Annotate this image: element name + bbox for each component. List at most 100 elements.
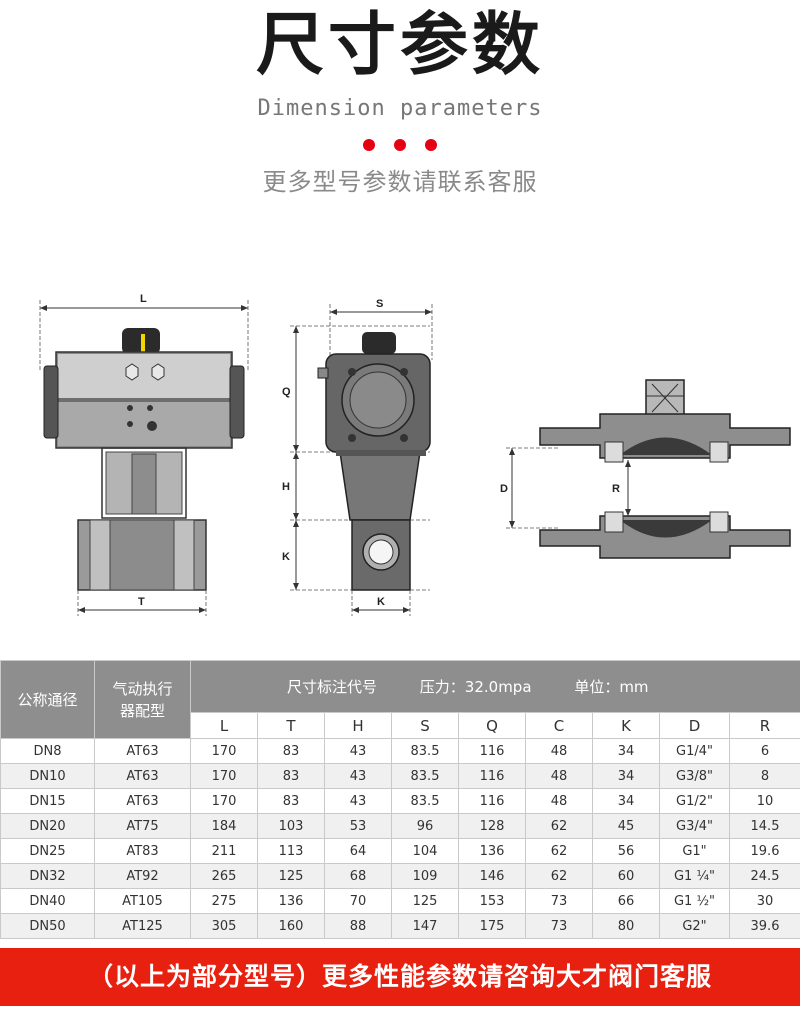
table-cell: 136 bbox=[458, 838, 526, 864]
table-cell: 83.5 bbox=[391, 763, 459, 789]
table-cell: 68 bbox=[324, 863, 392, 889]
table-cell: AT92 bbox=[94, 863, 191, 889]
table-cell: DN8 bbox=[0, 738, 95, 764]
column-header-t: T bbox=[257, 712, 325, 739]
table-cell: 170 bbox=[190, 788, 258, 814]
table-cell: 104 bbox=[391, 838, 459, 864]
pressure-label: 压力：32.0mpa bbox=[419, 678, 532, 696]
header-nominal-diameter: 公称通径 bbox=[0, 660, 95, 739]
table-cell: 19.6 bbox=[729, 838, 800, 864]
dim-label-K-side: K bbox=[282, 551, 290, 563]
dim-label-R: R bbox=[612, 483, 620, 495]
table-cell: 34 bbox=[592, 738, 660, 764]
valve-dimension-drawing: L bbox=[0, 280, 800, 630]
header-dimension-group: 尺寸标注代号 压力：32.0mpa 单位：mm bbox=[190, 660, 800, 713]
table-cell: AT125 bbox=[94, 913, 191, 939]
table-cell: 6 bbox=[729, 738, 800, 764]
table-cell: 128 bbox=[458, 813, 526, 839]
table-cell: 70 bbox=[324, 888, 392, 914]
table-cell: DN20 bbox=[0, 813, 95, 839]
table-cell: 8 bbox=[729, 763, 800, 789]
bottom-banner: （以上为部分型号）更多性能参数请咨询大才阀门客服 bbox=[0, 948, 800, 1006]
table-cell: AT63 bbox=[94, 788, 191, 814]
table-cell: 184 bbox=[190, 813, 258, 839]
dim-label-H: H bbox=[282, 481, 290, 493]
table-cell: 175 bbox=[458, 913, 526, 939]
red-dot-icon bbox=[394, 139, 406, 151]
table-cell: 62 bbox=[525, 838, 593, 864]
table-cell: 136 bbox=[257, 888, 325, 914]
column-header-h: H bbox=[324, 712, 392, 739]
table-cell: 88 bbox=[324, 913, 392, 939]
table-cell: 147 bbox=[391, 913, 459, 939]
decorative-dots bbox=[0, 136, 800, 155]
table-cell: 64 bbox=[324, 838, 392, 864]
table-cell: 53 bbox=[324, 813, 392, 839]
table-cell: G3/4" bbox=[659, 813, 730, 839]
table-cell: 265 bbox=[190, 863, 258, 889]
table-cell: 83 bbox=[257, 788, 325, 814]
dim-label-Q: Q bbox=[282, 386, 291, 398]
table-cell: 170 bbox=[190, 763, 258, 789]
page-title: 尺寸参数 bbox=[255, 6, 544, 85]
table-cell: AT105 bbox=[94, 888, 191, 914]
table-cell: 34 bbox=[592, 788, 660, 814]
table-cell: 14.5 bbox=[729, 813, 800, 839]
table-cell: 116 bbox=[458, 788, 526, 814]
table-cell: 43 bbox=[324, 738, 392, 764]
column-header-c: C bbox=[525, 712, 593, 739]
table-cell: 30 bbox=[729, 888, 800, 914]
dim-label-D: D bbox=[500, 483, 508, 495]
table-cell: 109 bbox=[391, 863, 459, 889]
column-header-r: R bbox=[729, 712, 800, 739]
table-cell: 80 bbox=[592, 913, 660, 939]
table-cell: G3/8" bbox=[659, 763, 730, 789]
table-cell: 60 bbox=[592, 863, 660, 889]
table-cell: G2" bbox=[659, 913, 730, 939]
table-cell: 48 bbox=[525, 788, 593, 814]
table-cell: 62 bbox=[525, 863, 593, 889]
table-cell: 125 bbox=[391, 888, 459, 914]
table-cell: 73 bbox=[525, 888, 593, 914]
header-actuator-model: 气动执行器配型 bbox=[94, 660, 191, 739]
table-cell: 146 bbox=[458, 863, 526, 889]
table-cell: 113 bbox=[257, 838, 325, 864]
table-cell: AT63 bbox=[94, 763, 191, 789]
table-cell: DN15 bbox=[0, 788, 95, 814]
table-cell: 45 bbox=[592, 813, 660, 839]
table-cell: 24.5 bbox=[729, 863, 800, 889]
table-cell: DN10 bbox=[0, 763, 95, 789]
table-cell: G1/4" bbox=[659, 738, 730, 764]
column-header-q: Q bbox=[458, 712, 526, 739]
table-cell: 43 bbox=[324, 763, 392, 789]
table-cell: 211 bbox=[190, 838, 258, 864]
table-cell: 116 bbox=[458, 738, 526, 764]
table-cell: 48 bbox=[525, 738, 593, 764]
table-cell: 103 bbox=[257, 813, 325, 839]
red-dot-icon bbox=[425, 139, 438, 151]
table-cell: 62 bbox=[525, 813, 593, 839]
table-cell: G1/2" bbox=[659, 788, 730, 814]
table-cell: DN40 bbox=[0, 888, 95, 914]
contact-note: 更多型号参数请联系客服 bbox=[262, 168, 538, 196]
dimension-title: 尺寸标注代号 bbox=[287, 678, 378, 696]
table-cell: 66 bbox=[592, 888, 660, 914]
table-cell: DN25 bbox=[0, 838, 95, 864]
table-cell: 83 bbox=[257, 738, 325, 764]
table-cell: 305 bbox=[190, 913, 258, 939]
table-cell: 160 bbox=[257, 913, 325, 939]
front-view: L bbox=[39, 293, 249, 616]
table-cell: 56 bbox=[592, 838, 660, 864]
table-cell: 153 bbox=[458, 888, 526, 914]
table-cell: 125 bbox=[257, 863, 325, 889]
